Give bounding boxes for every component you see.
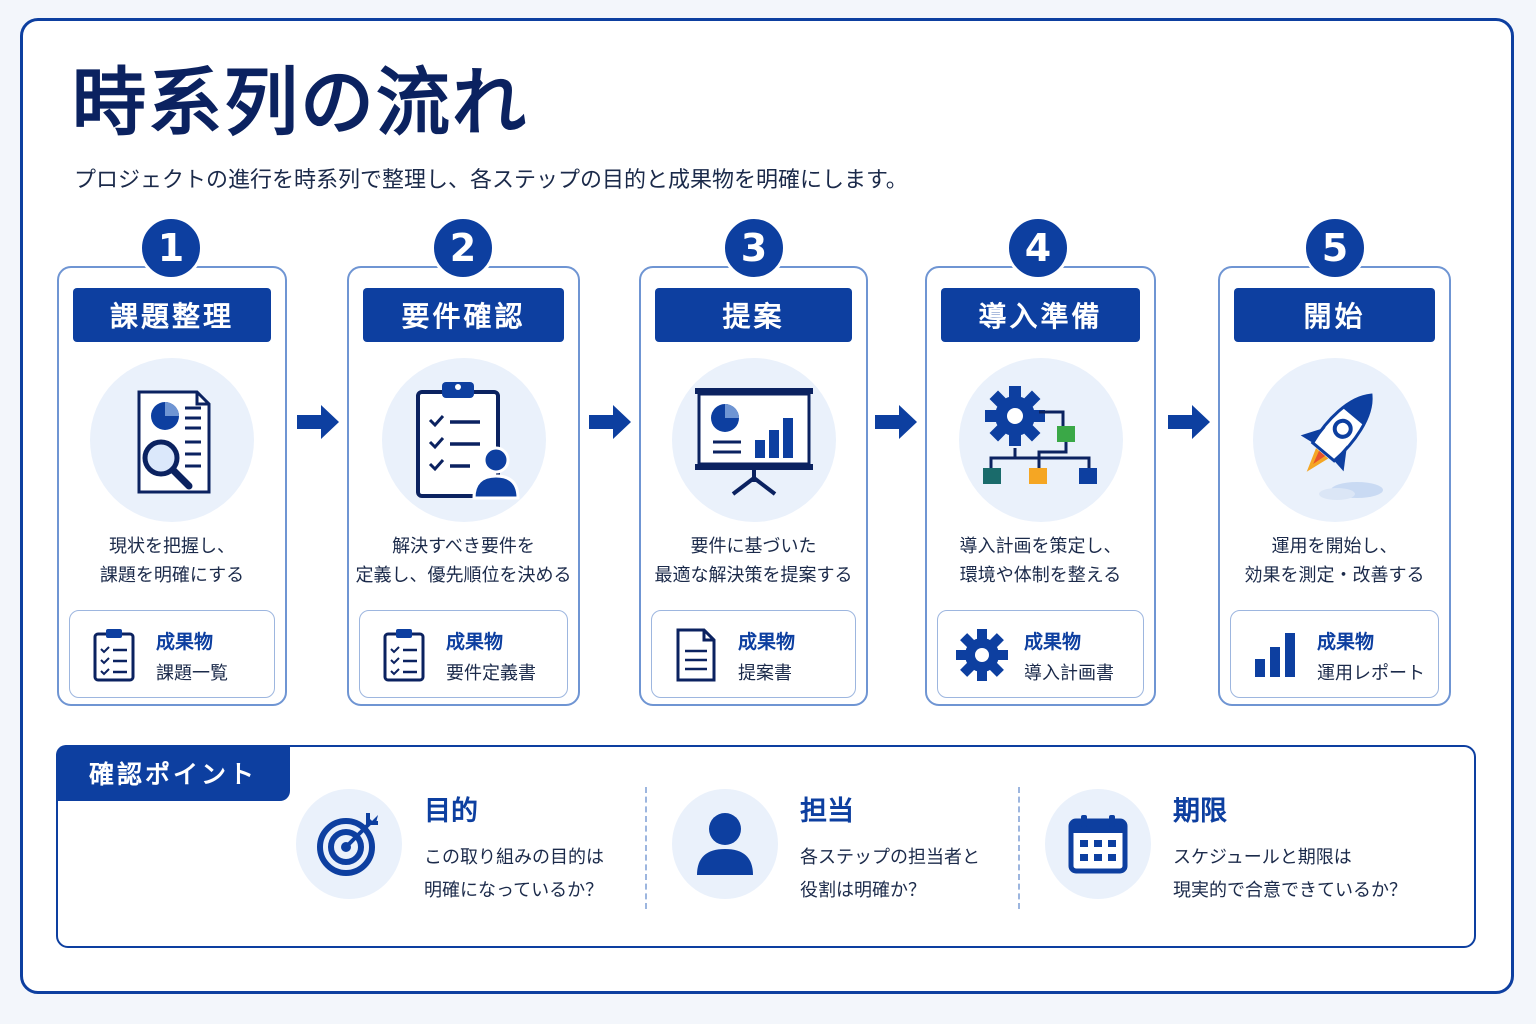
step-3-title: 提案 [655,288,852,342]
step-4-deliverable: 成果物 導入計画書 [937,610,1144,698]
report-magnifier-icon [90,358,254,522]
document-icon [668,625,724,685]
calendar-icon [1045,789,1151,899]
step-1-number: 1 [139,216,203,280]
check-points-label: 確認ポイント [56,745,290,801]
gear-icon [954,625,1010,685]
step-5-number: 5 [1303,216,1367,280]
page-title: 時系列の流れ [72,60,528,146]
divider [1018,787,1020,909]
step-4-title: 導入準備 [941,288,1140,342]
arrow-right-icon [297,405,339,439]
bar-chart-icon [1247,625,1303,685]
step-3-deliverable: 成果物 提案書 [651,610,856,698]
presentation-board-icon [671,358,836,522]
step-5-description: 運用を開始し、効果を測定・改善する [1244,536,1425,586]
check-item-deadline: 期限 スケジュールと期限は現実的で合意できているか？ [1045,789,1445,909]
target-icon [296,789,402,899]
step-1-deliverable-value: 課題一覧 [156,663,228,684]
step-4-deliverable-value: 導入計画書 [1024,663,1114,684]
gear-flowchart-icon [958,358,1123,522]
step-4-card: 導入準備 [925,266,1156,706]
person-icon [672,789,778,899]
step-2-number: 2 [431,216,495,280]
step-2-description: 解決すべき要件を定義し、優先順位を決める [355,536,572,586]
step-3-card: 提案 要件に基づいた最適な解決策を提案する [639,266,868,706]
check-item-purpose: 目的 この取り組みの目的は明確になっているか？ [296,789,616,909]
check-item-owner: 担当 各ステップの担当者と役割は明確か？ [672,789,1002,909]
step-5-card: 開始 運用を開始し、効果を測定・改善する 成果物 [1218,266,1451,706]
clipboard-person-icon [381,358,546,522]
step-2-deliverable: 成果物 要件定義書 [359,610,568,698]
step-1-description: 現状を把握し、課題を明確にする [99,536,245,586]
step-5-deliverable: 成果物 運用レポート [1230,610,1439,698]
step-3-number: 3 [722,216,786,280]
step-4-number: 4 [1006,216,1070,280]
check-points-panel: 確認ポイント 目的 この取り組みの目的は明確になっているか？ 担当 [56,745,1476,948]
arrow-right-icon [1168,405,1210,439]
rocket-icon [1252,358,1417,522]
clipboard-icon [376,625,432,685]
page-subtitle: プロジェクトの進行を時系列で整理し、各ステップの目的と成果物を明確にします。 [74,168,908,193]
step-4-description: 導入計画を策定し、環境や体制を整える [959,536,1122,586]
step-2-card: 要件確認 解決すべき要件を定義し、優先順位を決める [347,266,580,706]
step-5-title: 開始 [1234,288,1435,342]
arrow-right-icon [875,405,917,439]
step-3-deliverable-value: 提案書 [738,663,792,684]
divider [645,787,647,909]
step-1-card: 課題整理 現状を把握し、課題を明確にする [57,266,287,706]
step-1-deliverable: 成果物 課題一覧 [69,610,275,698]
step-5-deliverable-value: 運用レポート [1317,663,1425,684]
step-2-title: 要件確認 [363,288,564,342]
clipboard-icon [86,625,142,685]
arrow-right-icon [589,405,631,439]
step-2-deliverable-value: 要件定義書 [446,663,536,684]
step-3-description: 要件に基づいた最適な解決策を提案する [654,536,853,586]
step-1-title: 課題整理 [73,288,271,342]
